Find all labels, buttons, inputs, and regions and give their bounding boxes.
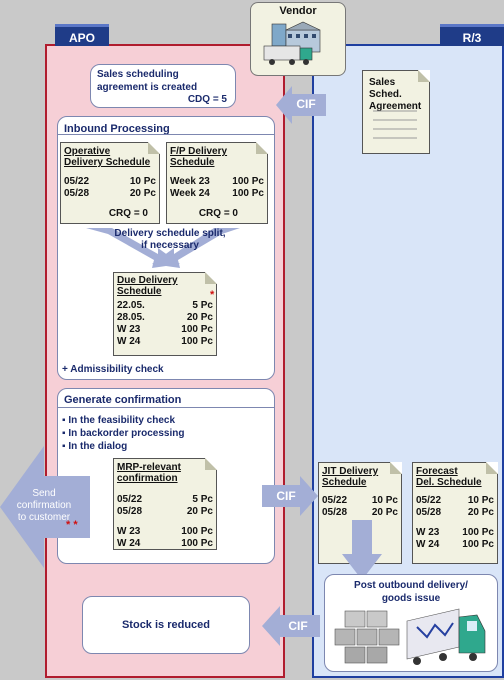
cif-label-bottom: CIF [278, 619, 318, 633]
operative-title1: Operative [64, 146, 111, 157]
apo-label: APO [55, 24, 109, 46]
post-outbound-line1: Post outbound delivery/ [354, 580, 468, 591]
inbound-divider [58, 134, 274, 135]
admissibility-check: + Admissibility check [62, 364, 164, 375]
send-line3: to customer [17, 512, 71, 523]
list-item: ▪ In the dialog [62, 441, 128, 452]
sales-agreement-box: Sales scheduling agreement is created CD… [90, 64, 236, 108]
cif-arrow-bottom: CIF [262, 606, 320, 646]
sales-agreement-line2: agreement is created [97, 82, 198, 93]
confirmation-divider [58, 407, 274, 408]
fp-crq: CRQ = 0 [198, 208, 238, 219]
mrp-title2: confirmation [117, 473, 178, 484]
send-confirmation-label: Send confirmation to customer [8, 488, 80, 524]
due-title1: Due Delivery [117, 275, 178, 286]
forecast-title2: Del. Schedule [416, 477, 482, 488]
send-marks: * * [66, 519, 78, 531]
vendor-label: Vendor [279, 5, 317, 17]
cif-label-middle: CIF [266, 489, 306, 503]
post-outbound-line2: goods issue [381, 593, 441, 604]
sales-agreement-line1: Sales scheduling [97, 69, 179, 80]
due-title2: Schedule [117, 286, 162, 297]
cdq-value: CDQ = 5 [187, 94, 227, 105]
cif-label-top: CIF [288, 97, 324, 111]
send-line2: confirmation [16, 500, 72, 511]
split-label: Delivery schedule split, if necessary [100, 228, 240, 252]
due-schedule-note: Due Delivery Schedule 22.05.5 Pc 28.05.2… [113, 272, 217, 356]
r3-agreement-line1: Sales Sched. [369, 77, 402, 100]
split-line2: if necessary [141, 240, 199, 251]
jit-title1: JIT Delivery [322, 466, 379, 477]
confirmation-title: Generate confirmation [64, 394, 182, 406]
r3-agreement-line2: Agreement [369, 101, 422, 112]
confirmation-bullets: ▪ In the feasibility check ▪ In backorde… [62, 414, 184, 453]
list-item: ▪ In the feasibility check [62, 415, 176, 426]
r3-label: R/3 [440, 24, 504, 46]
stock-reduced-box: Stock is reduced [82, 596, 250, 654]
factory-truck-icon [263, 21, 321, 65]
cif-arrow-middle: CIF [262, 476, 318, 516]
inbound-title: Inbound Processing [64, 123, 170, 135]
r3-agreement-note: Sales Sched. Agreement [362, 70, 430, 154]
post-outbound-box: Post outbound delivery/ goods issue [324, 574, 498, 672]
stock-reduced-label: Stock is reduced [121, 619, 211, 631]
send-line1: Send [32, 488, 56, 499]
operative-title2: Delivery Schedule [64, 157, 151, 168]
text-lines-icon [373, 110, 417, 139]
mrp-title1: MRP-relevant [117, 462, 181, 473]
send-confirmation-arrow [0, 446, 90, 568]
jit-title2: Schedule [322, 477, 367, 488]
forecast-title1: Forecast [416, 466, 458, 477]
vendor-box: Vendor [250, 2, 346, 76]
table-row: 22.05.5 Pc [117, 300, 213, 311]
table-row: 28.05.20 Pc [117, 312, 213, 323]
operative-crq: CRQ = 0 [108, 208, 148, 219]
cif-arrow-top: CIF [276, 86, 326, 124]
down-arrow [342, 520, 382, 580]
due-asterisk: * [210, 289, 215, 301]
fp-title1: F/P Delivery [170, 146, 228, 157]
list-item: ▪ In backorder processing [62, 428, 185, 439]
warehouse-boxes-truck-icon [334, 608, 486, 665]
merge-arrows [86, 228, 240, 268]
fp-title2: Schedule [170, 157, 215, 168]
split-line1: Delivery schedule split, [114, 228, 226, 239]
